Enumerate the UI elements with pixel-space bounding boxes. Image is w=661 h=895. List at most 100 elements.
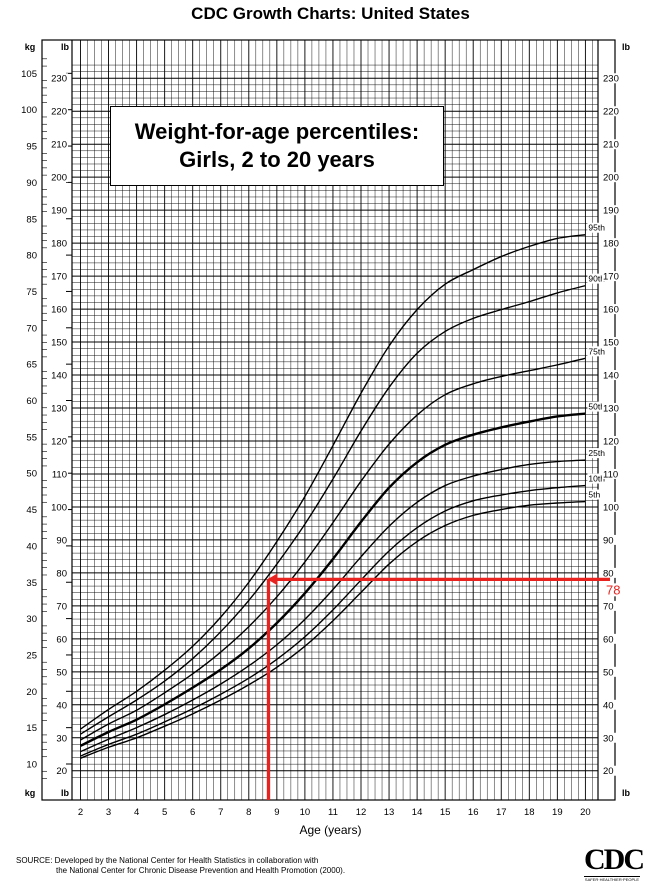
curve-95th (80, 234, 586, 730)
x-tick-label: 3 (106, 807, 111, 818)
curve-50th (79, 412, 586, 747)
lb-label-bg (602, 600, 623, 611)
x-tick-label: 12 (356, 807, 367, 818)
chart-frame (41, 39, 616, 801)
curve-label-bg (587, 222, 610, 233)
kg-tick-label: 75 (26, 287, 37, 298)
lb-tick-label-right: 220 (603, 107, 619, 118)
lb-tick-label-right: 230 (603, 74, 619, 85)
x-tick-label: 13 (384, 807, 395, 818)
kg-tick-label: 40 (26, 541, 37, 552)
lb-tick-label-left: 80 (56, 568, 67, 579)
kg-tick-label: 100 (21, 105, 37, 116)
lb-tick-label-right: 180 (603, 239, 619, 250)
lb-label-bg (47, 271, 68, 282)
chart-title-line2: Girls, 2 to 20 years (179, 147, 375, 172)
x-tick-label: 6 (190, 807, 195, 818)
lb-tick-label-right: 150 (603, 338, 619, 349)
lb-label-bg (602, 106, 623, 117)
annotation-label-bg (604, 583, 626, 597)
lb-label-bg (602, 534, 623, 545)
x-tick-label: 8 (246, 807, 251, 818)
lb-label-bg (47, 106, 68, 117)
page-title: CDC Growth Charts: United States (191, 4, 470, 23)
lb-tick-label-right: 20 (603, 766, 614, 777)
kg-tick-label: 65 (26, 360, 37, 371)
x-tick-label: 10 (300, 807, 311, 818)
lb-label-bg (47, 666, 68, 677)
lb-tick-label-right: 40 (603, 700, 614, 711)
annotation-arrowhead (267, 573, 278, 586)
lb-label-bg (602, 139, 623, 150)
lb-tick-label-left: 230 (51, 74, 67, 85)
lb-tick-label-right: 200 (603, 173, 619, 184)
lb-label-bg (602, 468, 623, 479)
curve-5th (80, 500, 586, 759)
kg-tick-label: 60 (26, 396, 37, 407)
lb-tick-label-left: 70 (56, 601, 67, 612)
kg-tick-label: 15 (26, 723, 37, 734)
lb-label-bg (47, 205, 68, 216)
lb-label-bg (602, 732, 623, 743)
curve-label-90th: 90th (588, 274, 605, 284)
lb-label-bg (602, 666, 623, 677)
x-tick-label: 17 (496, 807, 507, 818)
curve-label-bg (587, 489, 610, 500)
lb-tick-label-left: 30 (56, 733, 67, 744)
lb-tick-label-left: 190 (51, 206, 67, 217)
lb-tick-label-right: 210 (603, 140, 619, 151)
lb-label-bg (47, 370, 68, 381)
lb-label-bg (602, 238, 623, 249)
chart-title-box: Weight-for-age percentiles: Girls, 2 to … (110, 106, 444, 186)
lb-tick-label-right: 110 (603, 469, 618, 480)
curve-25th (80, 459, 586, 753)
x-tick-label: 19 (552, 807, 563, 818)
lb-tick-label-left: 180 (51, 239, 67, 250)
kg-tick-label: 20 (26, 687, 37, 698)
lb-label-bg (602, 699, 623, 710)
lb-tick-label-right: 30 (603, 733, 614, 744)
lb-label-bg (47, 534, 68, 545)
lb-tick-label-left: 20 (56, 766, 67, 777)
lb-unit-top-left: lb (61, 42, 70, 52)
lb-label-bg (602, 765, 623, 776)
cdc-logo-subtext: SAFER·HEALTHIER·PEOPLE (584, 876, 640, 882)
lb-label-bg (602, 304, 623, 315)
curve-label-95th: 95th (588, 223, 605, 233)
curve-10th (80, 484, 586, 757)
lb-tick-label-right: 70 (603, 601, 614, 612)
lb-label-bg (47, 139, 68, 150)
lb-tick-label-left: 120 (51, 436, 67, 447)
source-line2: the National Center for Chronic Disease … (56, 866, 346, 875)
lb-tick-label-left: 170 (51, 272, 67, 283)
x-tick-label: 7 (218, 807, 223, 818)
lb-label-bg (47, 238, 68, 249)
kg-tick-label: 10 (26, 760, 37, 771)
lb-label-bg (47, 600, 68, 611)
curve-label-bg (587, 273, 610, 284)
x-tick-label: 16 (468, 807, 479, 818)
lb-tick-label-right: 140 (603, 371, 619, 382)
lb-unit-top-right: lb (622, 42, 631, 52)
cdc-logo-text: CDC (584, 843, 645, 876)
lb-tick-label-left: 110 (52, 469, 67, 480)
lb-label-bg (47, 468, 68, 479)
lb-tick-label-left: 200 (51, 173, 67, 184)
lb-tick-label-right: 100 (603, 502, 619, 513)
x-tick-label: 14 (412, 807, 423, 818)
lb-tick-label-left: 100 (51, 502, 67, 513)
kg-tick-label: 105 (21, 69, 37, 80)
kg-tick-label: 55 (26, 432, 37, 443)
lb-label-bg (47, 699, 68, 710)
lb-label-bg (47, 633, 68, 644)
kg-unit-top: kg (25, 42, 36, 52)
kg-tick-label: 90 (26, 178, 37, 189)
kg-tick-label: 85 (26, 214, 37, 225)
curve-label-bg (587, 401, 610, 412)
kg-tick-label: 95 (26, 142, 37, 153)
lb-tick-label-left: 60 (56, 634, 67, 645)
curve-label-10th: 10th (588, 474, 605, 484)
lb-tick-label-right: 50 (603, 667, 614, 678)
kg-tick-label: 50 (26, 469, 37, 480)
x-tick-label: 18 (524, 807, 535, 818)
